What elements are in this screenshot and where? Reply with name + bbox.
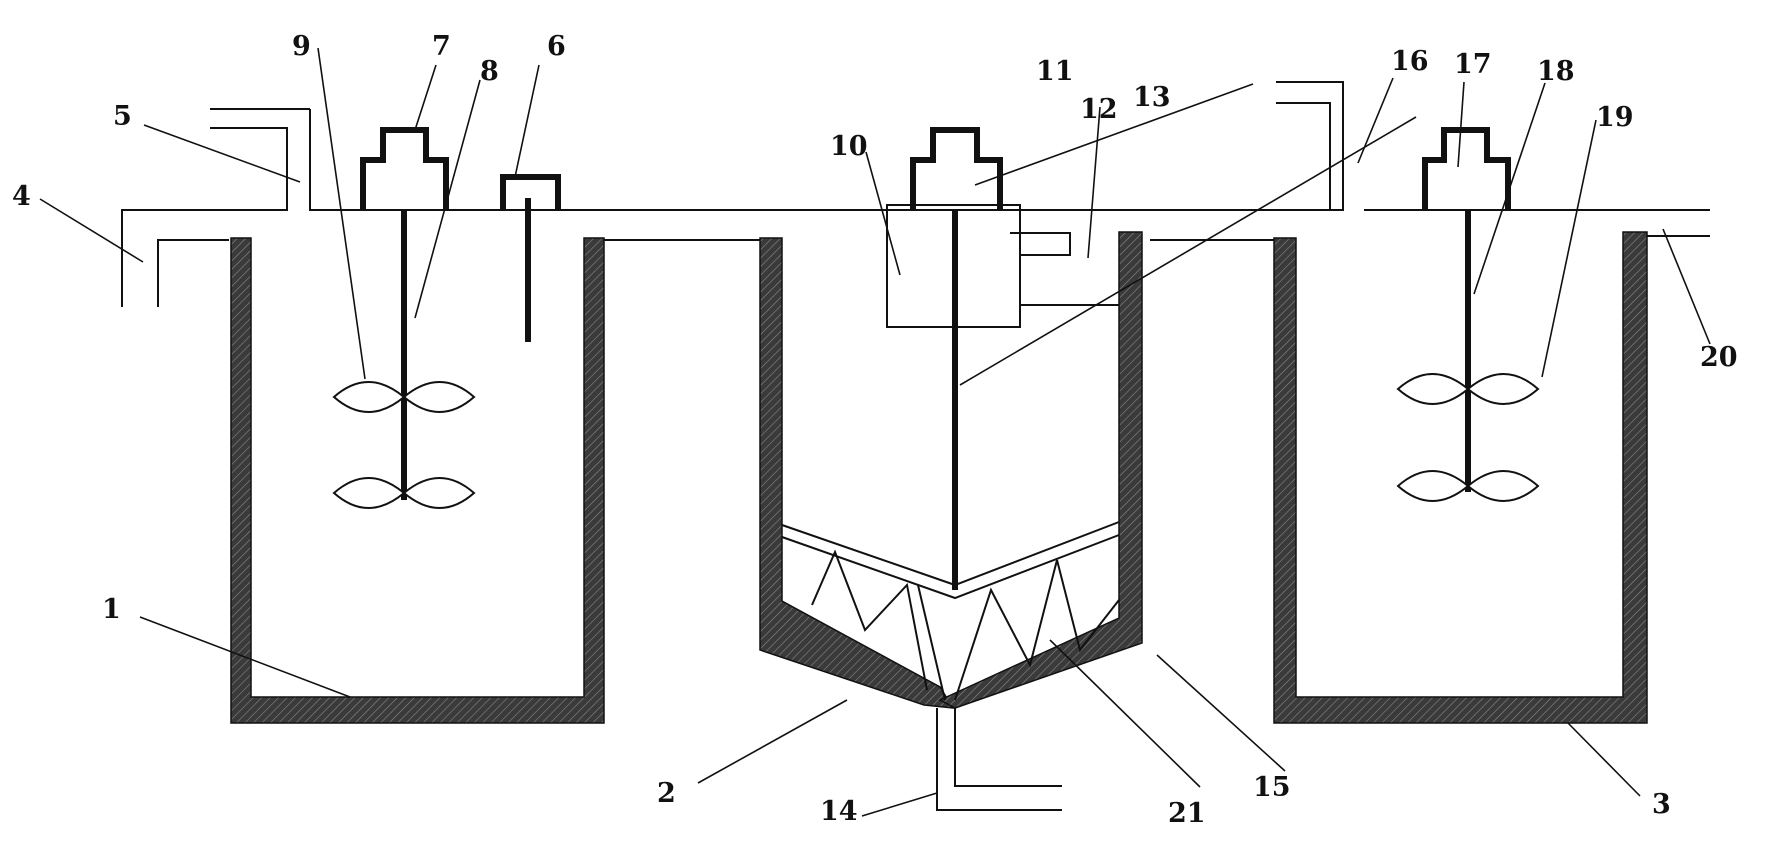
transfer-pipe-13 bbox=[1010, 232, 1119, 306]
motor-11 bbox=[910, 127, 1003, 210]
callout-13: 13 bbox=[1133, 82, 1171, 113]
callout-9: 9 bbox=[292, 31, 311, 62]
callout-5: 5 bbox=[113, 101, 132, 132]
callout-14: 14 bbox=[820, 796, 858, 827]
callout-2: 2 bbox=[657, 778, 676, 809]
callout-11: 11 bbox=[1036, 56, 1074, 87]
callout-19: 19 bbox=[1596, 102, 1634, 133]
callout-20: 20 bbox=[1700, 342, 1738, 373]
tank-3 bbox=[1273, 231, 1648, 724]
callout-7: 7 bbox=[432, 31, 451, 62]
leader-lines bbox=[39, 47, 1711, 817]
motor-17 bbox=[1422, 127, 1511, 210]
callout-12: 12 bbox=[1080, 94, 1118, 125]
callout-6: 6 bbox=[547, 31, 566, 62]
impeller-19 bbox=[1396, 373, 1540, 502]
callout-21: 21 bbox=[1168, 798, 1206, 829]
callout-3: 3 bbox=[1652, 789, 1671, 820]
probe-6 bbox=[500, 174, 561, 342]
callout-18: 18 bbox=[1537, 56, 1575, 87]
inlet-pipe bbox=[121, 102, 1331, 307]
impeller-9 bbox=[332, 381, 476, 509]
callout-10: 10 bbox=[830, 131, 868, 162]
callout-8: 8 bbox=[480, 56, 499, 87]
callout-1: 1 bbox=[102, 594, 121, 625]
outlet-pipe-14 bbox=[936, 708, 1062, 811]
callout-16: 16 bbox=[1391, 46, 1429, 77]
settler-2 bbox=[759, 231, 1143, 811]
settler-baffles bbox=[811, 549, 1120, 701]
motor-7 bbox=[360, 127, 449, 210]
callout-15: 15 bbox=[1253, 772, 1291, 803]
callout-labels: 1 2 3 4 5 6 7 8 9 10 11 12 13 14 15 16 1… bbox=[12, 31, 1738, 829]
callout-4: 4 bbox=[12, 181, 31, 212]
tank-1 bbox=[230, 237, 605, 724]
callout-17: 17 bbox=[1454, 49, 1492, 80]
